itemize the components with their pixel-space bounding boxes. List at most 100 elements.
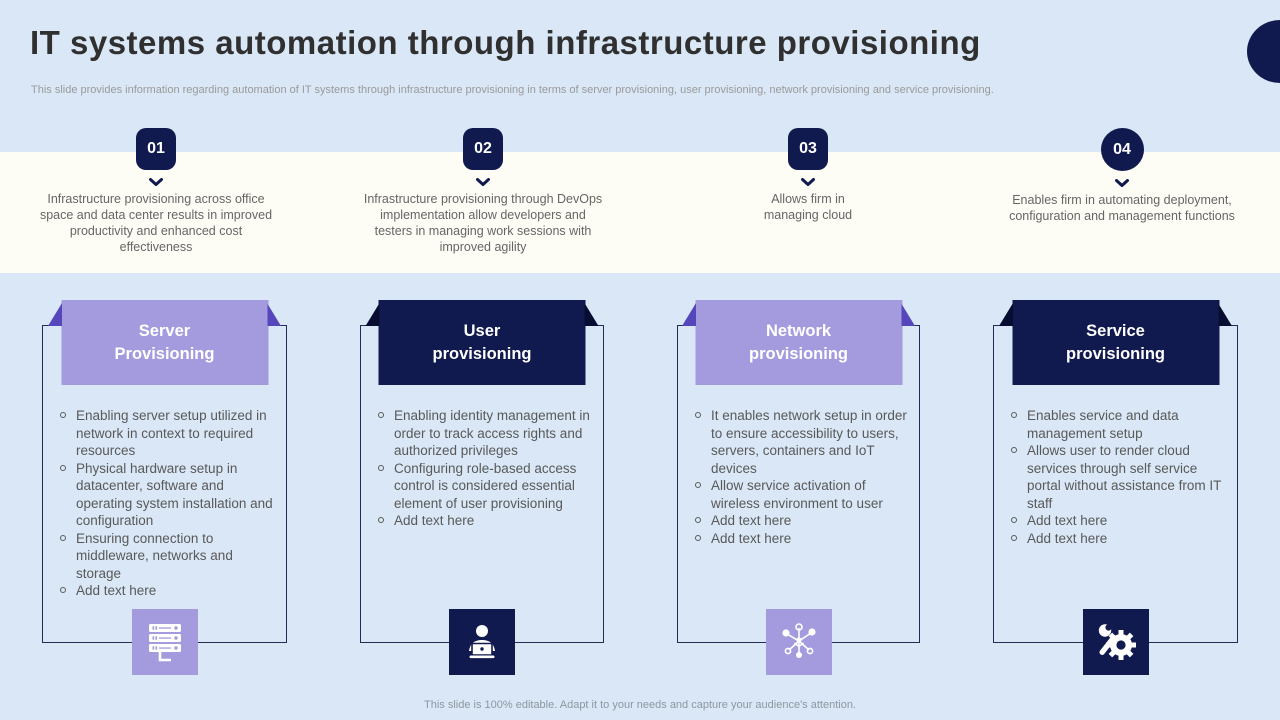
step-chevron xyxy=(800,174,816,186)
ribbon-fold-right xyxy=(901,303,915,326)
list-item: Enabling server setup utilized in networ… xyxy=(60,407,278,460)
column-network: Network provisioning It enables network s… xyxy=(677,300,920,675)
step-number-badge: 02 xyxy=(463,128,503,170)
bullet-text: Physical hardware setup in datacenter, s… xyxy=(76,460,273,529)
list-item: Enabling identity management in order to… xyxy=(378,407,595,460)
column-bullet-list: Enabling server setup utilized in networ… xyxy=(60,407,278,600)
bullet-marker xyxy=(695,412,701,418)
step-number: 04 xyxy=(1113,140,1131,158)
ribbon-fold-right xyxy=(584,303,599,326)
list-item: It enables network setup in order to ens… xyxy=(695,407,911,477)
column-title: Network provisioning xyxy=(749,322,848,363)
step-description: Allows firm in managing cloud xyxy=(763,192,853,222)
list-item: Add text here xyxy=(695,512,911,530)
bullet-marker xyxy=(60,534,66,541)
corner-decoration-circle xyxy=(1247,20,1280,83)
list-item: Add text here xyxy=(1011,512,1229,530)
list-item: Ensuring connection to middleware, netwo… xyxy=(60,530,278,583)
bullet-marker xyxy=(1011,447,1017,453)
step-number-badge: 04 xyxy=(1100,128,1144,171)
column-title: User provisioning xyxy=(432,322,532,363)
gear-wrench-icon xyxy=(1082,609,1149,675)
bullet-marker xyxy=(695,534,701,541)
bullet-text: Add text here xyxy=(711,513,792,528)
network-icon xyxy=(765,609,832,675)
bullet-marker xyxy=(378,517,384,523)
bullet-text: Allows user to render cloud services thr… xyxy=(1027,443,1222,511)
column-header-banner: Network provisioning xyxy=(682,300,915,385)
step-number: 01 xyxy=(147,140,165,157)
ribbon-fold-left xyxy=(682,303,696,326)
column-title: Server Provisioning xyxy=(114,322,215,363)
step-chevron xyxy=(148,174,164,186)
server-icon xyxy=(131,609,198,675)
list-item: Allow service activation of wireless env… xyxy=(695,477,911,512)
column-header-banner: Server Provisioning xyxy=(48,300,281,385)
chevron-down-icon xyxy=(149,178,163,186)
list-item: Allows user to render cloud services thr… xyxy=(1011,442,1229,512)
step-number-badge: 03 xyxy=(788,128,828,170)
list-item: Add text here xyxy=(1011,530,1229,548)
page-title: IT systems automation through infrastruc… xyxy=(30,24,981,61)
bullet-marker xyxy=(60,587,66,593)
bullet-text: Add text here xyxy=(76,583,157,598)
user-laptop-icon xyxy=(449,609,515,675)
ribbon-fold-left xyxy=(365,303,380,326)
steps-band xyxy=(0,152,1280,273)
step-number: 02 xyxy=(474,140,492,157)
bullet-text: Add text here xyxy=(1027,530,1108,546)
ribbon-fold-left xyxy=(999,303,1013,326)
column-header-banner: Service provisioning xyxy=(999,300,1232,385)
bullet-text: It enables network setup in order to ens… xyxy=(711,408,907,476)
column-bullet-list: Enabling identity management in order to… xyxy=(378,407,595,530)
bullet-text: Add text here xyxy=(394,513,475,528)
step-number-badge: 01 xyxy=(136,128,176,170)
column-header-banner: User provisioning xyxy=(365,300,599,385)
ribbon-fold-left xyxy=(48,303,62,326)
list-item: Physical hardware setup in datacenter, s… xyxy=(60,460,278,530)
step-description: Infrastructure provisioning through DevO… xyxy=(363,192,603,254)
column-bullet-list: It enables network setup in order to ens… xyxy=(695,407,911,547)
list-item: Add text here xyxy=(695,530,911,548)
bullet-text: Add text here xyxy=(1027,513,1108,528)
bullet-text: Ensuring connection to middleware, netwo… xyxy=(76,530,233,581)
list-item: Add text here xyxy=(60,582,278,600)
step-chevron xyxy=(475,174,491,186)
bullet-text: Enabling server setup utilized in networ… xyxy=(76,408,267,458)
list-item: Configuring role-based access control is… xyxy=(378,460,595,513)
list-item: Add text here xyxy=(378,512,595,530)
list-item: Enables service and data management setu… xyxy=(1011,407,1229,442)
bullet-marker xyxy=(1011,534,1017,541)
slide-subtitle: This slide provides information regardin… xyxy=(31,84,994,96)
chevron-down-icon xyxy=(1115,179,1129,187)
column-bullet-list: Enables service and data management setu… xyxy=(1011,407,1229,547)
ribbon-fold-right xyxy=(1218,303,1232,326)
step-chevron xyxy=(1114,175,1130,187)
bullet-marker xyxy=(1011,412,1017,418)
ribbon-fold-right xyxy=(267,303,281,326)
bullet-marker xyxy=(1011,517,1017,523)
bullet-marker xyxy=(378,464,384,471)
step-description: Infrastructure provisioning across offic… xyxy=(39,192,273,254)
bullet-marker xyxy=(695,482,701,488)
bullet-text: Enabling identity management in order to… xyxy=(394,408,590,458)
bullet-text: Enables service and data management setu… xyxy=(1027,408,1179,441)
footer-note: This slide is 100% editable. Adapt it to… xyxy=(424,699,856,711)
step-description: Enables firm in automating deployment, c… xyxy=(1009,193,1235,223)
step-number: 03 xyxy=(799,140,817,157)
chevron-down-icon xyxy=(801,178,815,186)
bullet-marker xyxy=(695,517,701,523)
bullet-text: Configuring role-based access control is… xyxy=(394,460,577,511)
bullet-marker xyxy=(60,412,66,418)
bullet-marker xyxy=(378,412,384,418)
chevron-down-icon xyxy=(476,178,490,186)
column-title: Service provisioning xyxy=(1066,322,1165,363)
bullet-marker xyxy=(60,464,66,471)
